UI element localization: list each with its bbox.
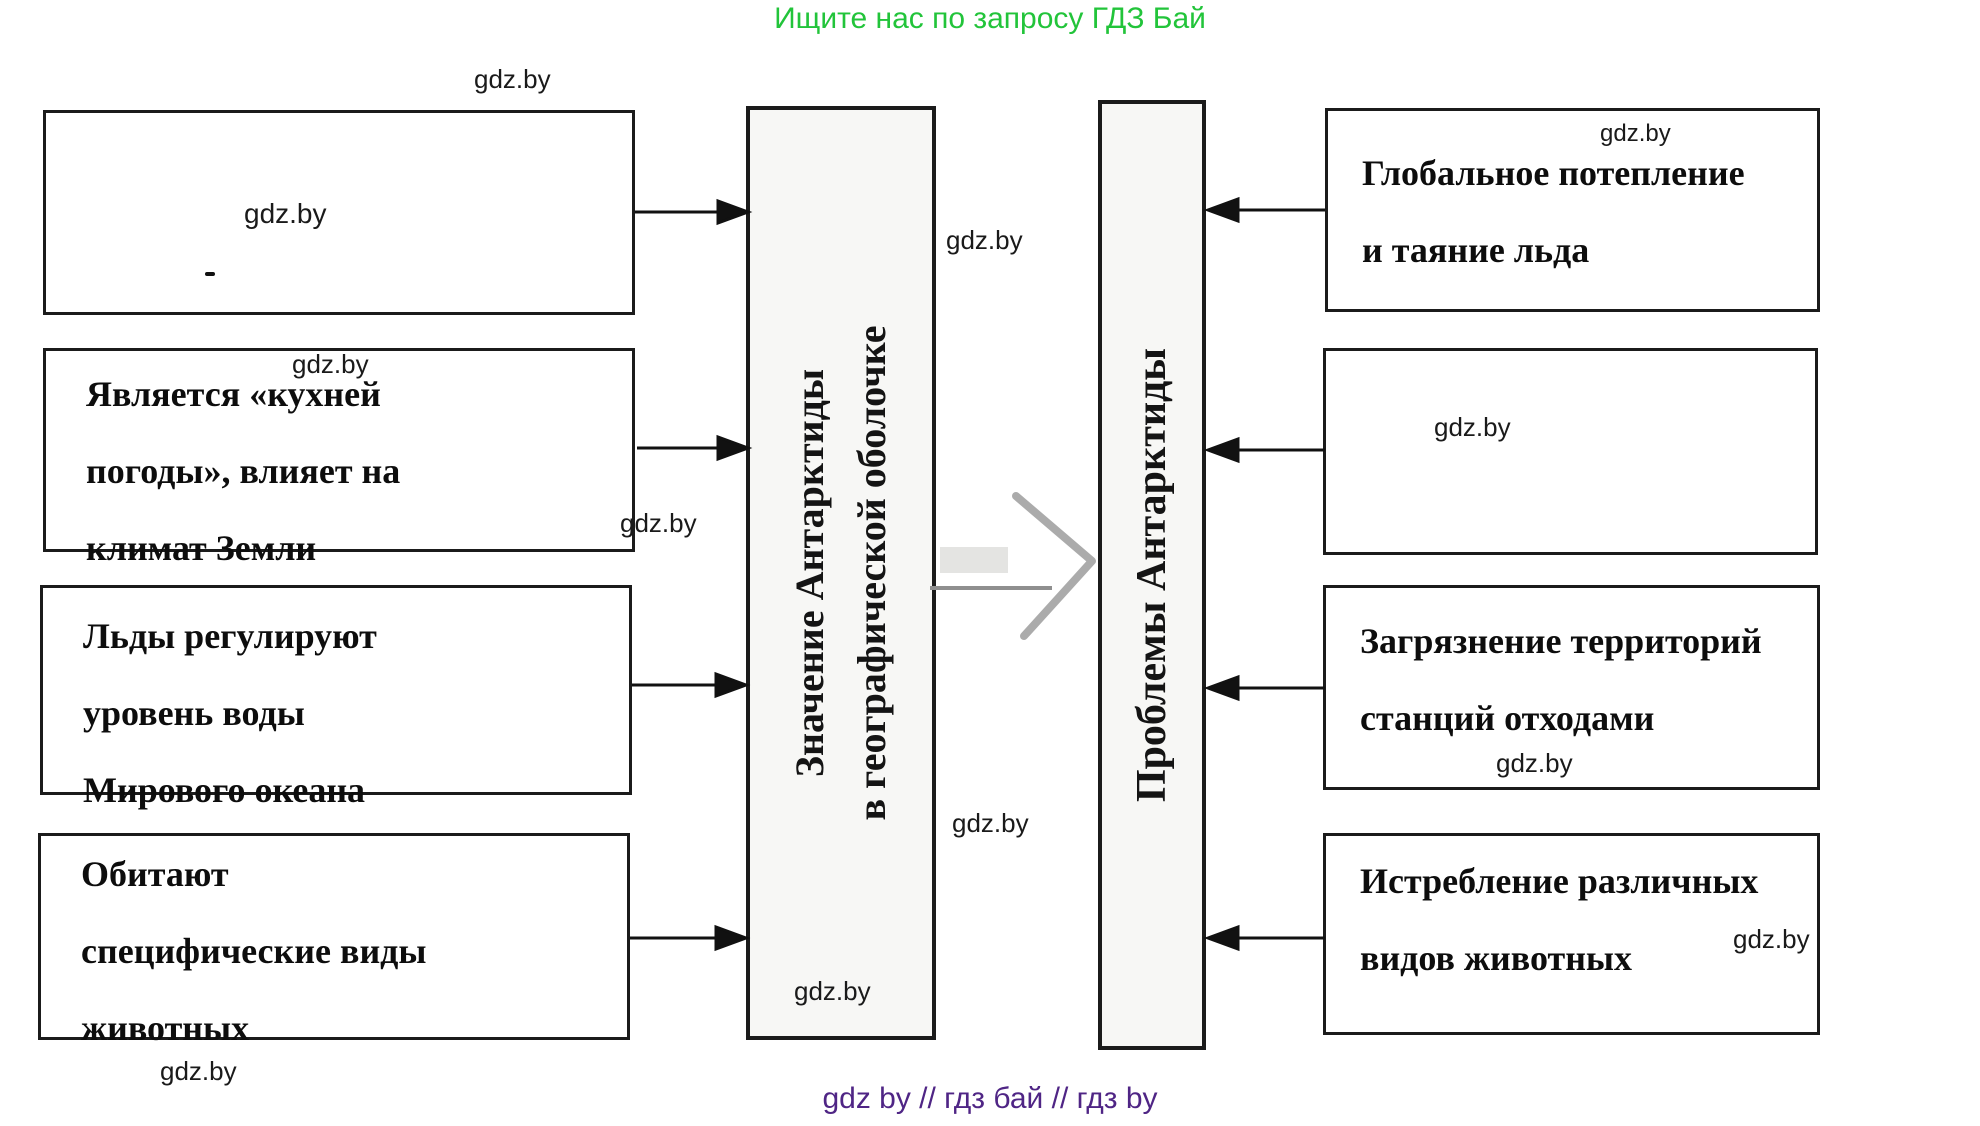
- right-box-3-line1: Загрязнение территорий: [1360, 621, 1762, 661]
- left-box-4-line3: животных: [81, 1008, 250, 1048]
- stray-dash-mark: [205, 272, 215, 276]
- watermark-above-left-box-1: gdz.by: [474, 64, 551, 94]
- watermark-in-left-box-1: gdz.by: [244, 198, 327, 229]
- watermark-right-of-significance-bottom: gdz.by: [952, 808, 1029, 838]
- significance-vertical-title: Значение Антарктиды в географической обо…: [750, 113, 932, 1033]
- watermark-in-right-box-4: gdz.by: [1733, 924, 1810, 954]
- right-box-4-line1: Истребление различных: [1360, 861, 1759, 901]
- problems-vertical-box: Проблемы Антарктиды: [1098, 100, 1206, 1050]
- watermark-below-left-box-4: gdz.by: [160, 1056, 237, 1086]
- arrow-left-3: [632, 671, 751, 699]
- left-box-2-line3: климат Земли: [86, 528, 317, 568]
- significance-title-line1: Значение Антарктиды: [787, 368, 832, 778]
- left-box-2-line1: Является «кухней: [86, 374, 381, 414]
- arrow-right-3: [1203, 674, 1325, 702]
- center-gray-arrow: [930, 492, 1096, 640]
- arrow-right-2: [1203, 436, 1325, 464]
- left-box-4-line2: специфические виды: [81, 931, 427, 971]
- right-box-3-line2: станций отходами: [1360, 698, 1655, 738]
- left-box-3-line2: уровень воды: [83, 693, 305, 733]
- watermark-in-significance-box: gdz.by: [794, 976, 871, 1006]
- problems-vertical-title: Проблемы Антарктиды: [1102, 107, 1202, 1043]
- right-box-3: Загрязнение территорий станций отходами: [1323, 585, 1820, 790]
- significance-title-line2: в географической оболочке: [849, 325, 894, 821]
- left-box-2: Является «кухней погоды», влияет на клим…: [43, 348, 635, 568]
- arrow-left-4: [630, 924, 751, 952]
- watermark-in-right-box-3: gdz.by: [1496, 748, 1573, 778]
- arrow-left-1: [635, 198, 753, 226]
- right-box-1: Глобальное потепление и таяние льда: [1325, 108, 1820, 312]
- footer-promo-text: gdz by // гдз бай // гдз by: [822, 1082, 1158, 1115]
- watermark-right-of-significance-top: gdz.by: [946, 225, 1023, 255]
- watermark-in-left-box-2: gdz.by: [292, 349, 369, 379]
- right-box-2-empty: [1323, 348, 1818, 555]
- left-box-1-empty: [43, 110, 635, 315]
- left-box-3: Льды регулируют уровень воды Мирового ок…: [40, 585, 632, 810]
- left-box-3-line3: Мирового океана: [83, 770, 366, 810]
- left-box-4: Обитают специфические виды животных: [38, 833, 630, 1048]
- arrow-right-1: [1203, 196, 1325, 224]
- right-box-1-line2: и таяние льда: [1362, 230, 1590, 270]
- arrow-left-2: [637, 434, 753, 462]
- left-box-2-line2: погоды», влияет на: [86, 451, 401, 491]
- watermark-right-of-left-box-2: gdz.by: [620, 508, 697, 538]
- left-box-4-line1: Обитают: [81, 854, 229, 894]
- header-promo-text: Ищите нас по запросу ГДЗ Бай: [774, 2, 1206, 35]
- problems-title-text: Проблемы Антарктиды: [1129, 347, 1175, 803]
- right-box-1-line1: Глобальное потепление: [1362, 153, 1745, 193]
- right-box-4: Истребление различных видов животных: [1323, 833, 1820, 1035]
- significance-vertical-box: Значение Антарктиды в географической обо…: [746, 106, 936, 1040]
- arrow-right-4: [1203, 924, 1325, 952]
- watermark-in-right-box-2: gdz.by: [1434, 412, 1511, 442]
- left-box-3-line1: Льды регулируют: [83, 616, 377, 656]
- right-box-4-line2: видов животных: [1360, 938, 1633, 978]
- watermark-in-right-box-1: gdz.by: [1600, 120, 1671, 147]
